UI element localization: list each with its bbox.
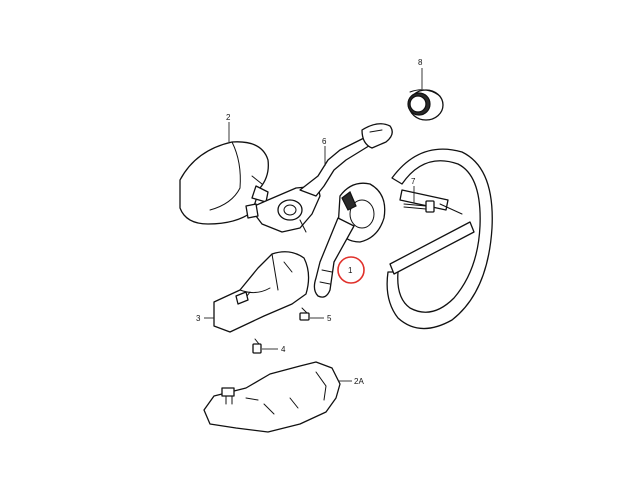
callout-8: 8 (418, 58, 423, 67)
callout-3: 3 (196, 314, 201, 323)
callout-7: 7 (411, 177, 416, 186)
part-2-upper-cover[interactable] (179, 141, 269, 225)
part-5-screw[interactable] (299, 307, 310, 321)
part-1-combination-switch[interactable] (313, 182, 386, 298)
callout-2: 2 (226, 113, 231, 122)
callout-1[interactable]: 1 (348, 266, 353, 275)
part-6-switch-assembly[interactable] (245, 123, 393, 233)
callout-6: 6 (322, 137, 327, 146)
callout-2a: 2A (354, 377, 364, 386)
part-3-lower-cover[interactable] (213, 251, 310, 333)
part-2a-trim-panel[interactable] (203, 361, 341, 433)
callout-5: 5 (327, 314, 332, 323)
part-1-highlight-ring (337, 256, 365, 284)
part-8-ring[interactable] (407, 89, 444, 121)
callout-4: 4 (281, 345, 286, 354)
steering-wheel[interactable] (386, 148, 493, 330)
part-7-bolt[interactable] (403, 200, 435, 213)
part-4-screw[interactable] (252, 338, 262, 354)
